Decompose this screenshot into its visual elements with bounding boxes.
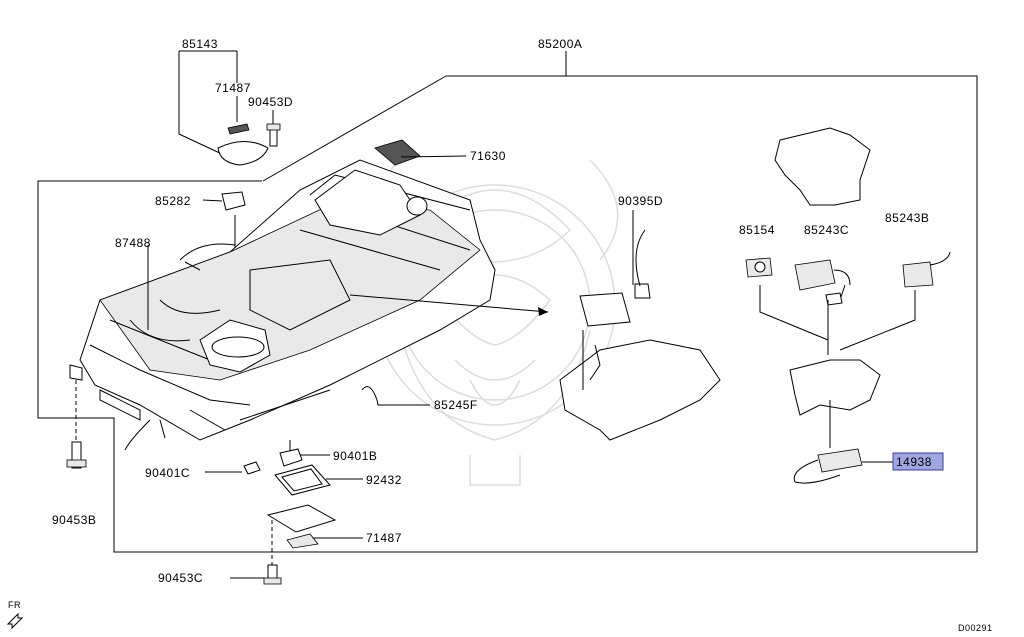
label-90401B: 90401B [333,449,377,463]
label-71487-top: 71487 [215,81,251,95]
arrow-icon [6,612,24,630]
label-85200A: 85200A [538,37,582,51]
leader-lines [75,155,549,565]
label-90401C: 90401C [145,466,190,480]
label-85243B: 85243B [885,211,929,225]
bracket-lines [37,50,978,553]
diagram-code: D00291 [958,623,993,633]
label-85154: 85154 [739,223,775,237]
label-90453D: 90453D [248,95,293,109]
label-85143: 85143 [182,37,218,51]
label-90395D: 90395D [618,194,663,208]
watermark-logo [371,159,619,486]
label-71487-bottom: 71487 [366,531,402,545]
right-subassembly [559,127,951,484]
label-14938[interactable]: 14938 [896,455,932,469]
label-85245F: 85245F [434,398,478,412]
label-90453B: 90453B [52,513,96,527]
label-85282: 85282 [155,194,191,208]
part-labels: 85143 85200A 71487 90453D 71630 85282 90… [52,37,944,585]
label-92432: 92432 [366,473,402,487]
highlight-box-14938 [892,452,944,471]
label-90453C: 90453C [158,571,203,585]
label-71630: 71630 [470,149,506,163]
label-85243C: 85243C [804,223,849,237]
front-direction-indicator: FR [6,600,24,630]
fr-label: FR [8,600,21,610]
battery-tray-assembly [69,123,496,451]
label-87488: 87488 [115,236,151,250]
lower-parts [66,441,337,585]
